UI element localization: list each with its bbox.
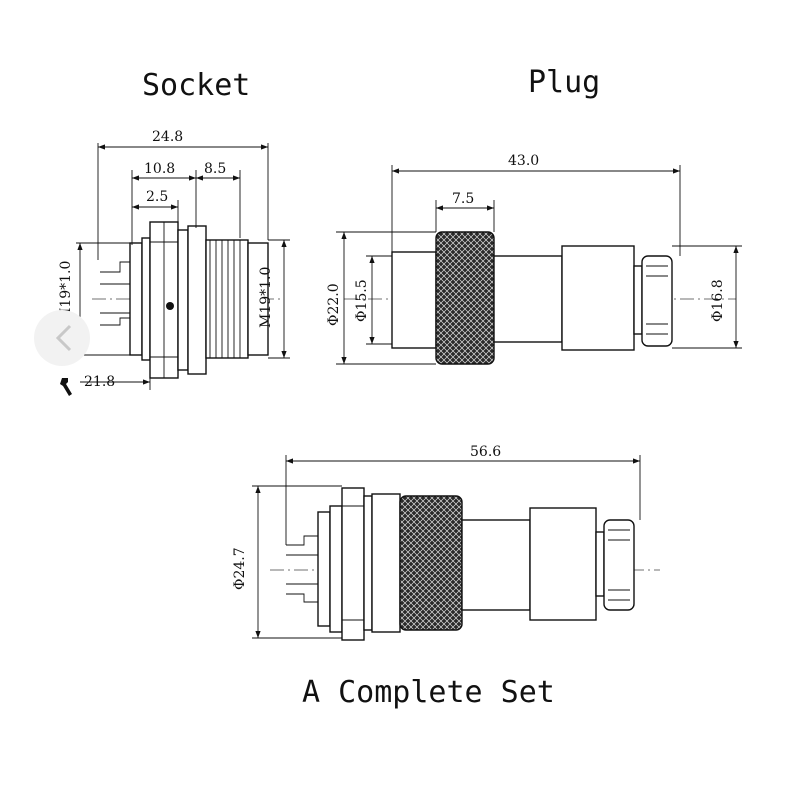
socket-wrench-size: 21.8: [84, 374, 115, 390]
set-total-length: 56.6: [470, 444, 501, 460]
set-diameter: Φ24.7: [232, 547, 248, 590]
socket-locator-dot: [166, 302, 174, 310]
plug-title: Plug: [528, 65, 600, 100]
complete-set-title: A Complete Set: [302, 675, 555, 710]
plug-knurl-length: 7.5: [452, 191, 474, 207]
plug-tail-diameter: Φ16.8: [710, 279, 726, 322]
plug-total-length: 43.0: [508, 153, 539, 169]
plug-inner-diameter: Φ15.5: [354, 279, 370, 322]
chevron-left-icon[interactable]: [34, 310, 90, 366]
socket-left-thread: M19*1.0: [58, 261, 74, 322]
wrench-icon: [60, 378, 72, 396]
socket-right-thread: M19*1.0: [258, 267, 274, 328]
socket-total-length: 24.8: [152, 129, 183, 145]
plug-outer-diameter: Φ22.0: [326, 283, 342, 326]
complete-set-drawing: 56.6 Φ24.7: [232, 444, 660, 641]
socket-flange-offset: 2.5: [146, 189, 168, 205]
socket-body-length: 10.8: [144, 161, 175, 177]
plug-drawing: 43.0 7.5 Φ22.0 Φ15.5 Φ16.8: [326, 153, 742, 365]
socket-title: Socket: [142, 68, 250, 103]
socket-drawing: 24.8 10.8 8.5 2.5 M19*1.0 M19*1.0 21.8: [58, 129, 290, 396]
socket-thread-length: 8.5: [204, 161, 226, 177]
